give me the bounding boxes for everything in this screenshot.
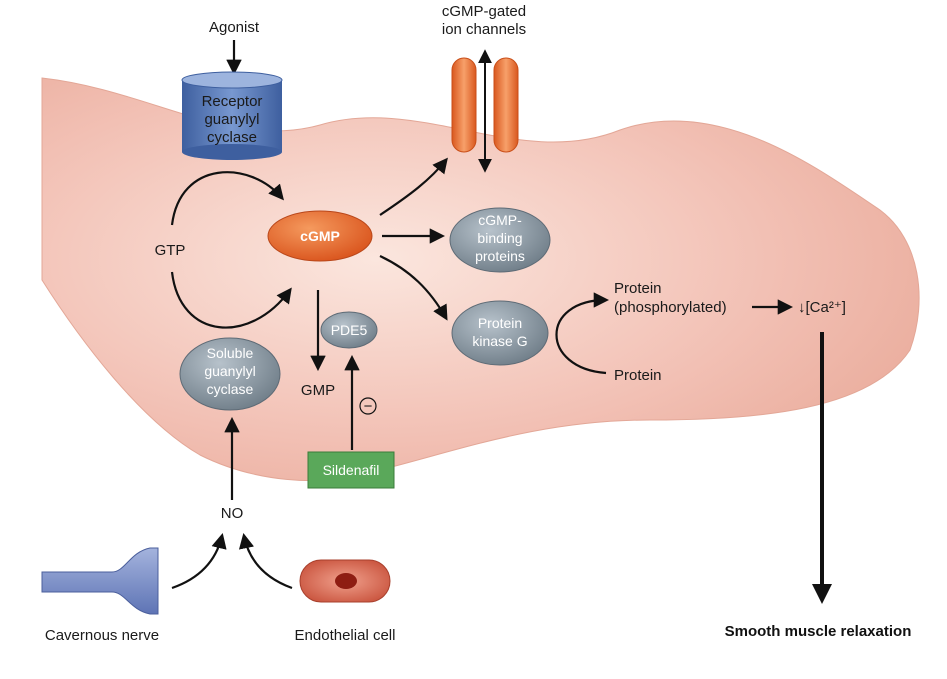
pde5-node	[320, 311, 378, 349]
soluble-label-2: guanylyl	[204, 363, 255, 379]
receptor-guanylyl-cyclase: Receptor guanylyl cyclase	[181, 71, 283, 160]
cgmp-node	[267, 210, 373, 262]
binding-label-2: binding	[477, 230, 522, 246]
pkg-label-2: kinase G	[472, 333, 527, 349]
binding-label-3: proteins	[475, 248, 525, 264]
endothelial-nucleus	[335, 573, 357, 589]
gmp-label: GMP	[301, 382, 335, 399]
protein-p-label-1: Protein	[614, 280, 662, 297]
receptor-label-2: guanylyl	[204, 111, 259, 128]
cavernous-nerve	[41, 547, 159, 615]
receptor-label-3: cyclase	[207, 129, 257, 146]
gtp-label: GTP	[155, 242, 186, 259]
no-label: NO	[221, 505, 244, 522]
pkg-label-1: Protein	[478, 315, 522, 331]
sildenafil-label: Sildenafil	[323, 462, 380, 478]
cgmp-binding-proteins	[449, 207, 551, 273]
cgmp-label: cGMP	[300, 228, 340, 244]
channels-label-2: ion channels	[442, 21, 526, 38]
endothelial-cell-label: Endothelial cell	[295, 627, 396, 644]
arrow-to-channels	[379, 157, 448, 216]
soluble-label-3: cyclase	[207, 381, 254, 397]
receptor-label-1: Receptor	[202, 93, 263, 110]
cavernous-nerve-label: Cavernous nerve	[45, 627, 159, 644]
inhibit-label: −	[364, 398, 373, 415]
agonist-label: Agonist	[209, 19, 260, 36]
phosphorylation-arrow	[555, 292, 610, 375]
pde5-label: PDE5	[331, 322, 368, 338]
arrow-to-pkg	[379, 255, 448, 321]
relaxation-label: Smooth muscle relaxation	[725, 623, 912, 640]
ion-channel	[451, 49, 519, 173]
protein-kinase-g	[451, 300, 549, 366]
soluble-guanylyl-cyclase	[179, 337, 281, 411]
inhibit-symbol	[359, 397, 377, 415]
endothelial-to-no-arrow	[238, 532, 293, 590]
nerve-to-no-arrow	[171, 533, 227, 590]
gtp-arrow-upper	[170, 171, 284, 226]
soluble-label-1: Soluble	[207, 345, 254, 361]
calcium-label: ↓[Ca²⁺]	[798, 299, 846, 316]
channels-label-1: cGMP-gated	[442, 3, 526, 20]
protein-p-label-2: (phosphorylated)	[614, 299, 727, 316]
sildenafil-box	[307, 451, 395, 489]
gtp-arrow-lower	[170, 271, 292, 329]
protein-label: Protein	[614, 367, 662, 384]
binding-label-1: cGMP-	[478, 212, 522, 228]
